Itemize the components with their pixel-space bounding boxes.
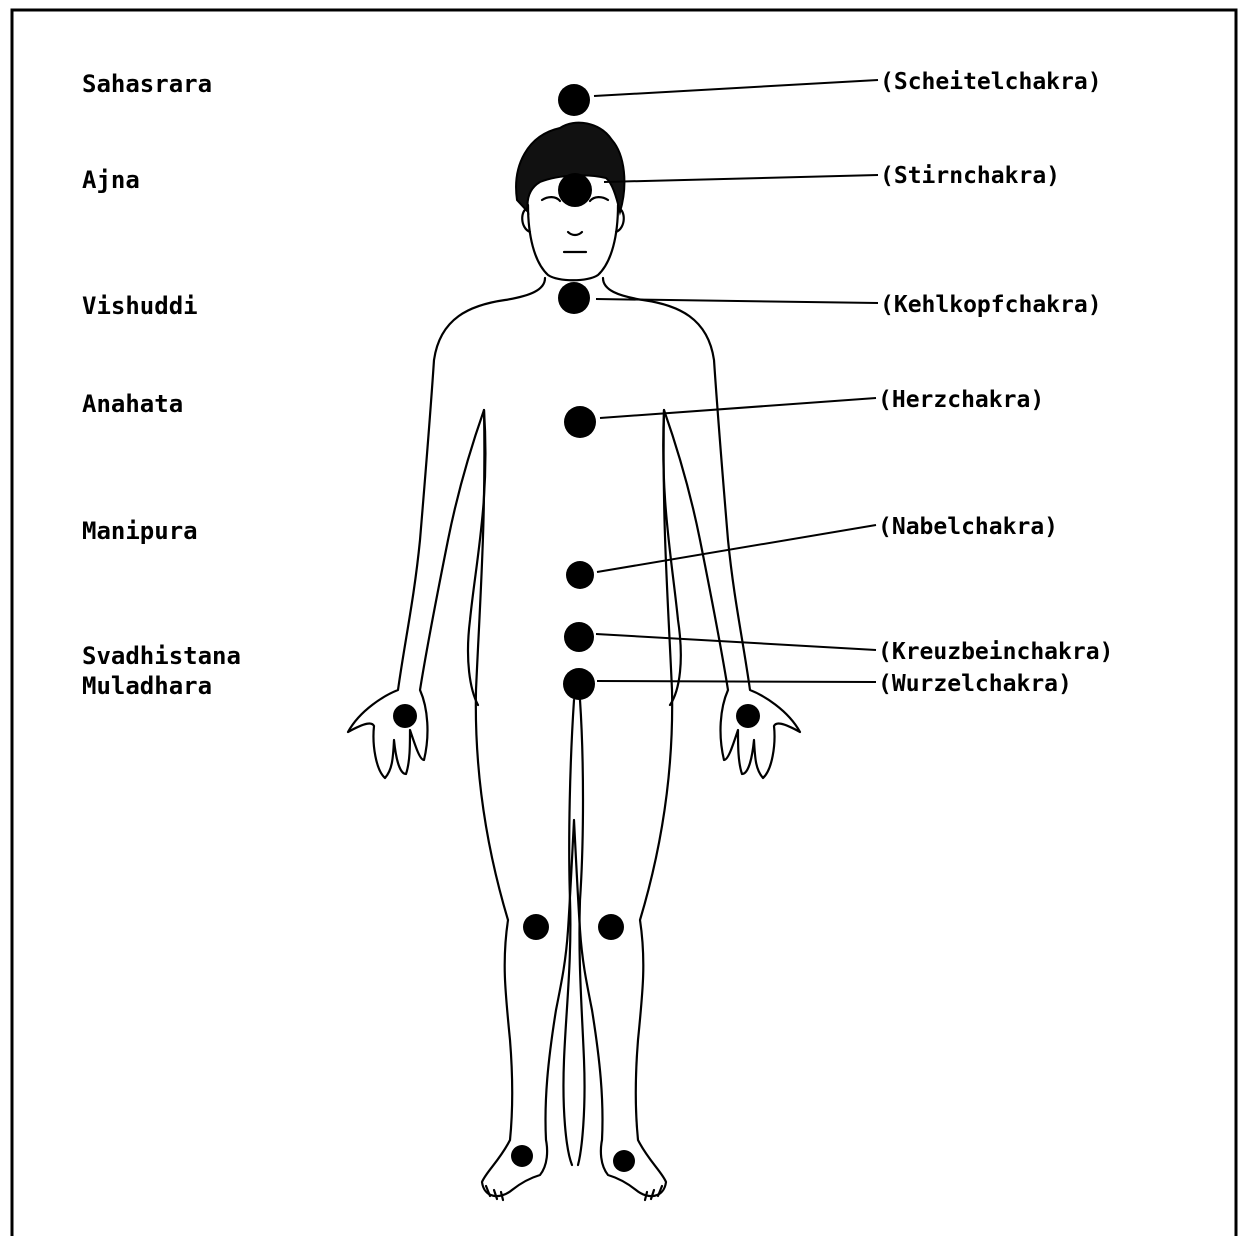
eye-right	[590, 197, 608, 201]
hand-dot-right	[736, 704, 760, 728]
foot-dot-left	[511, 1145, 533, 1167]
german-label-herzchakra: (Herzchakra)	[878, 387, 1044, 413]
sanskrit-label-muladhara: Muladhara	[82, 672, 212, 700]
chakra-dot-sahasrara	[558, 84, 590, 116]
leader-line-manipura	[597, 525, 876, 572]
toes-left	[486, 1186, 503, 1200]
sanskrit-label-vishuddi: Vishuddi	[82, 292, 198, 320]
knee-dot-right	[598, 914, 624, 940]
eye-left	[542, 197, 560, 201]
chakra-dot-vishuddi	[558, 282, 590, 314]
leader-line-svadhistana	[596, 634, 876, 650]
german-label-scheitelchakra: (Scheitelchakra)	[880, 69, 1102, 95]
sanskrit-labels: Sahasrara Ajna Vishuddi Anahata Manipura…	[82, 70, 241, 700]
leader-line-sahasrara	[594, 80, 878, 96]
nose	[568, 232, 582, 235]
leader-line-ajna	[604, 175, 878, 182]
toes-right	[645, 1186, 662, 1200]
knee-dot-left	[523, 914, 549, 940]
leader-line-muladhara	[597, 681, 876, 682]
chakra-dot-manipura	[566, 561, 594, 589]
leg-inner	[563, 700, 584, 1165]
sanskrit-label-ajna: Ajna	[82, 166, 140, 194]
sanskrit-label-anahata: Anahata	[82, 390, 183, 418]
foot-dot-right	[613, 1150, 635, 1172]
sanskrit-label-manipura: Manipura	[82, 517, 198, 545]
chakra-dot-muladhara	[563, 668, 595, 700]
chakra-dot-svadhistana	[564, 622, 594, 652]
hand-dot-left	[393, 704, 417, 728]
chakra-points	[393, 84, 760, 1172]
chakra-dot-ajna	[558, 173, 592, 207]
german-labels: (Scheitelchakra) (Stirnchakra) (Kehlkopf…	[878, 69, 1113, 697]
german-label-kreuzbeinchakra: (Kreuzbeinchakra)	[878, 639, 1113, 665]
sanskrit-label-sahasrara: Sahasrara	[82, 70, 212, 98]
german-label-stirnchakra: (Stirnchakra)	[880, 163, 1060, 189]
german-label-wurzelchakra: (Wurzelchakra)	[878, 671, 1072, 697]
face	[528, 205, 618, 280]
leader-lines	[594, 80, 878, 682]
sanskrit-label-svadhistana: Svadhistana	[82, 642, 241, 670]
chakra-dot-anahata	[564, 406, 596, 438]
german-label-nabelchakra: (Nabelchakra)	[878, 514, 1058, 540]
german-label-kehlkopfchakra: (Kehlkopfchakra)	[880, 292, 1102, 318]
leader-line-vishuddi	[596, 299, 878, 303]
leader-line-anahata	[600, 398, 876, 418]
